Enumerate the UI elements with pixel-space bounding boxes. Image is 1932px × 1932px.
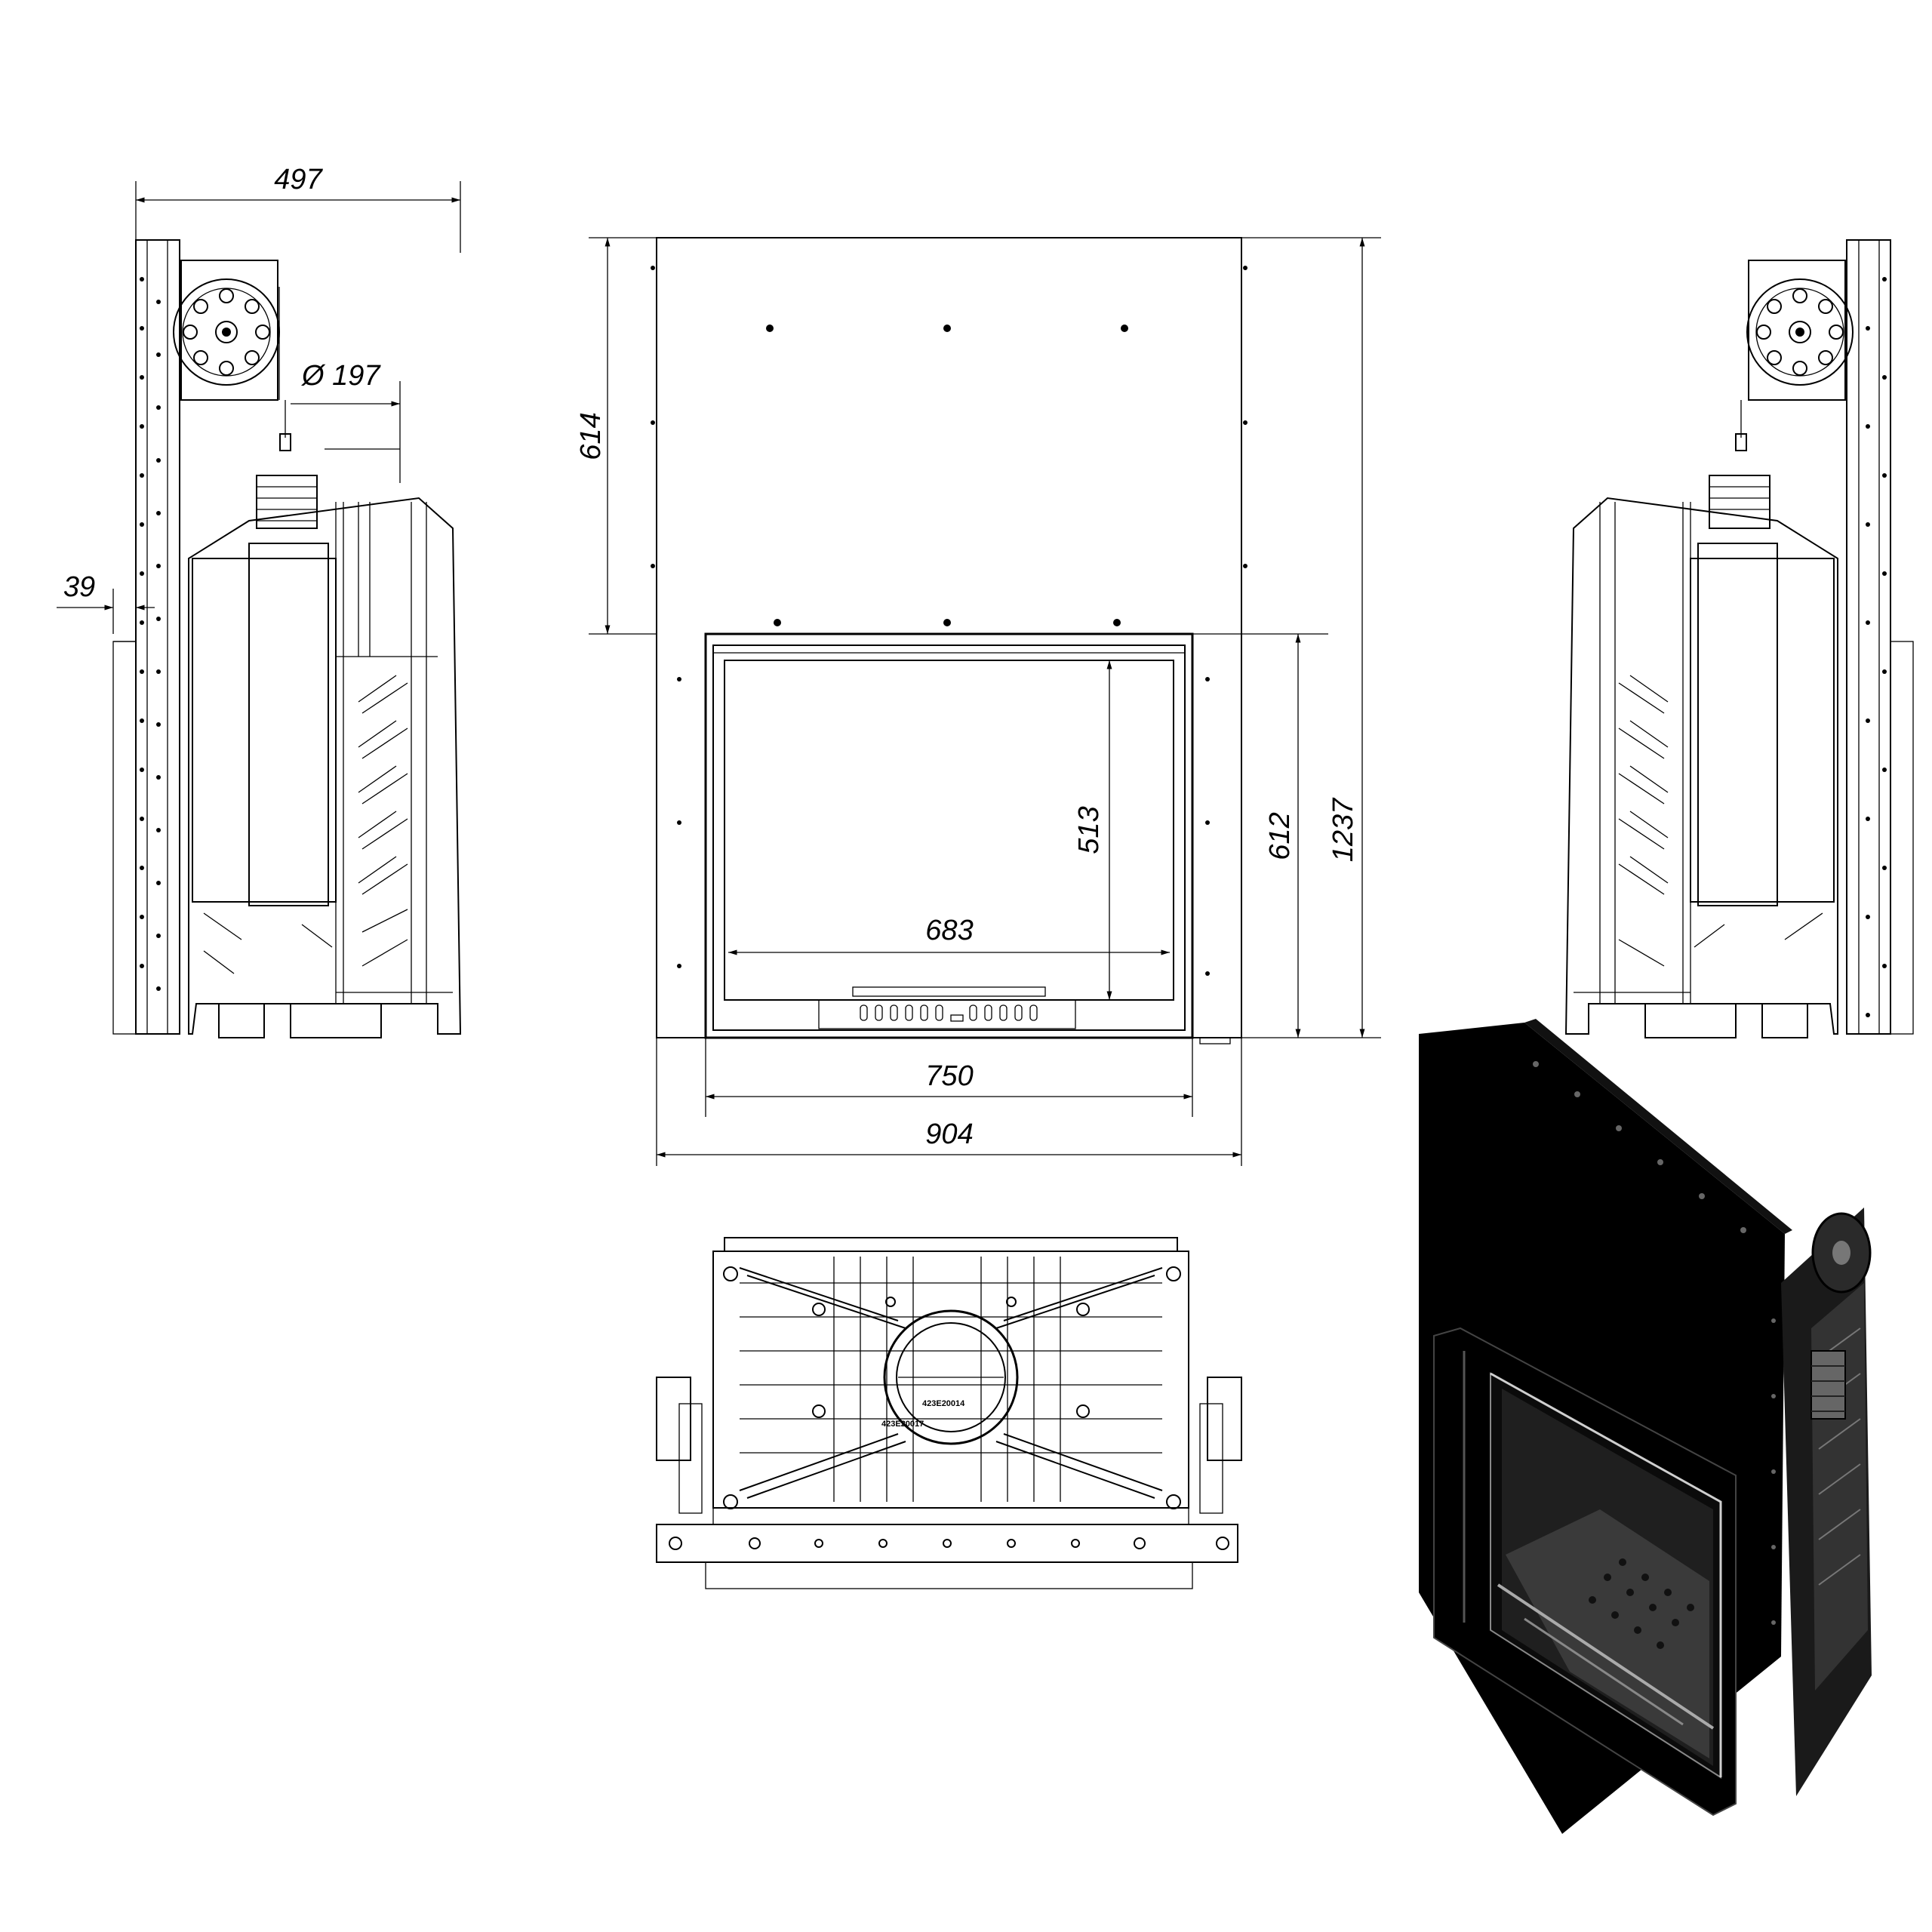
- right-side-view: [1564, 239, 1914, 1038]
- dim-upper-height: 614: [575, 412, 607, 460]
- dim-glass-height: 513: [1073, 806, 1105, 854]
- casting-code-2: 423E20017: [881, 1420, 924, 1429]
- dim-total-width: 904: [925, 1118, 973, 1150]
- casting-code-1: 423E20014: [922, 1399, 965, 1408]
- dim-door-height: 612: [1264, 812, 1296, 860]
- top-view: 423E20014 423E20017: [656, 1237, 1242, 1589]
- dim-glass-width: 683: [925, 915, 973, 946]
- isometric-render: [1419, 1019, 1872, 1834]
- dim-side-offset: 39: [63, 571, 95, 603]
- dim-side-depth: 497: [274, 164, 323, 195]
- left-side-view: [57, 181, 462, 1038]
- dim-door-width: 750: [925, 1060, 973, 1092]
- dim-total-height: 1237: [1327, 797, 1359, 862]
- dim-flue-diameter: Ø 197: [300, 360, 381, 392]
- front-view: [589, 237, 1381, 1166]
